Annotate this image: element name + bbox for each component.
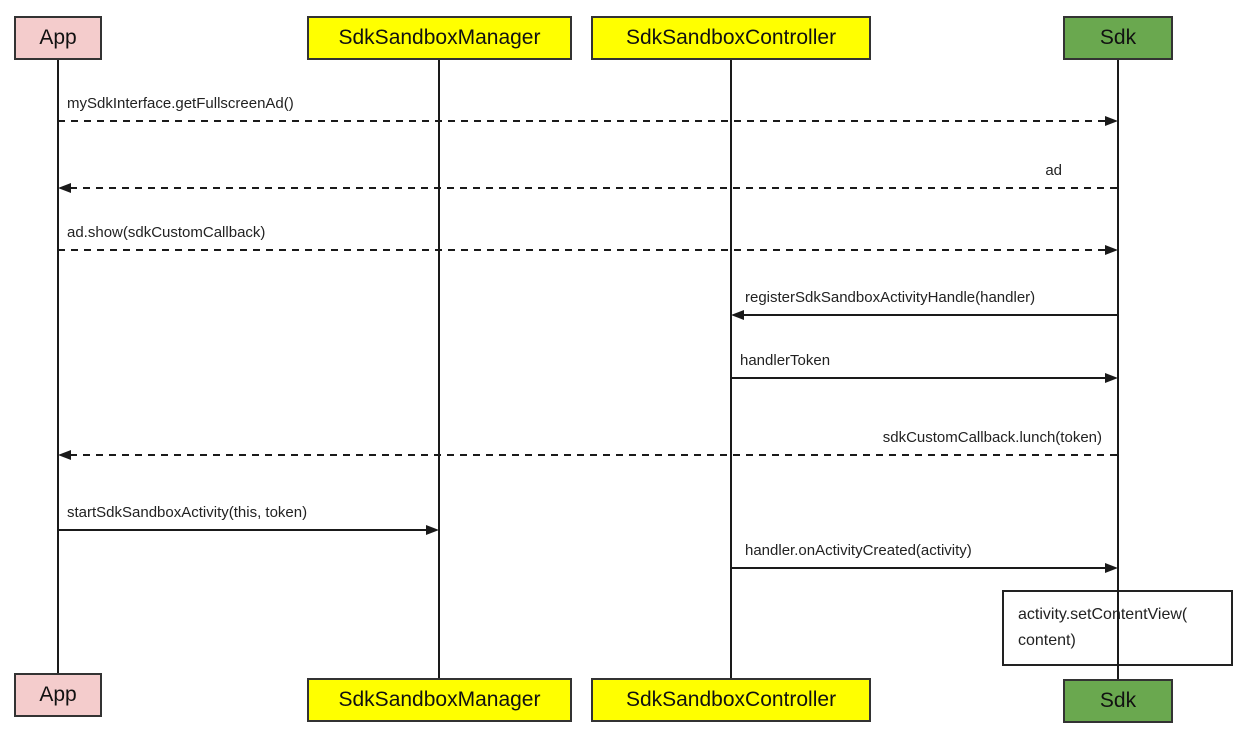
participant-label: App: [39, 26, 77, 49]
participant-sdk-top-box: Sdk: [1063, 16, 1173, 60]
message-label-7: startSdkSandboxActivity(this, token): [67, 504, 308, 521]
message-arrowhead-6: [58, 450, 71, 460]
message-label-2: ad: [1045, 162, 1062, 179]
message-arrowhead-7: [426, 525, 439, 535]
participant-manager-bottom-box: SdkSandboxManager: [307, 678, 572, 722]
participant-sdk-bottom-box: Sdk: [1063, 679, 1173, 723]
message-line-1: [58, 120, 1106, 122]
participant-label: Sdk: [1099, 689, 1137, 712]
message-line-7: [58, 529, 427, 531]
message-label-1: mySdkInterface.getFullscreenAd(): [67, 95, 294, 112]
message-line-6: [70, 454, 1118, 456]
participant-label: SdkSandboxManager: [338, 688, 541, 711]
message-line-5: [731, 377, 1106, 379]
message-label-6: sdkCustomCallback.lunch(token): [882, 429, 1102, 446]
message-label-5: handlerToken: [740, 352, 831, 369]
message-label-4: registerSdkSandboxActivityHandle(handler…: [745, 289, 1036, 306]
participant-app-top-box: App: [14, 16, 102, 60]
message-line-3: [58, 249, 1106, 251]
lifeline-controller: [730, 60, 732, 678]
message-arrowhead-2: [58, 183, 71, 193]
note-line-1: activity.setContentView(: [1018, 606, 1188, 623]
participant-controller-bottom-box: SdkSandboxController: [591, 678, 871, 722]
note-line-2: content): [1018, 632, 1076, 649]
participant-label: Sdk: [1099, 26, 1137, 49]
message-arrowhead-3: [1105, 245, 1118, 255]
message-label-8: handler.onActivityCreated(activity): [745, 542, 972, 559]
participant-label: SdkSandboxController: [625, 688, 837, 711]
message-line-2: [70, 187, 1118, 189]
lifeline-sdk: [1117, 60, 1119, 679]
lifeline-manager: [438, 60, 440, 678]
message-label-3: ad.show(sdkCustomCallback): [67, 224, 266, 241]
participant-manager-top-box: SdkSandboxManager: [307, 16, 572, 60]
message-arrowhead-8: [1105, 563, 1118, 573]
participant-label: App: [39, 683, 77, 706]
participant-label: SdkSandboxManager: [338, 26, 541, 49]
message-arrowhead-1: [1105, 116, 1118, 126]
message-arrowhead-5: [1105, 373, 1118, 383]
participant-label: SdkSandboxController: [625, 26, 837, 49]
message-line-8: [731, 567, 1106, 569]
message-arrowhead-4: [731, 310, 744, 320]
message-line-4: [743, 314, 1118, 316]
participant-app-bottom-box: App: [14, 673, 102, 717]
lifeline-app: [57, 60, 59, 673]
participant-controller-top-box: SdkSandboxController: [591, 16, 871, 60]
